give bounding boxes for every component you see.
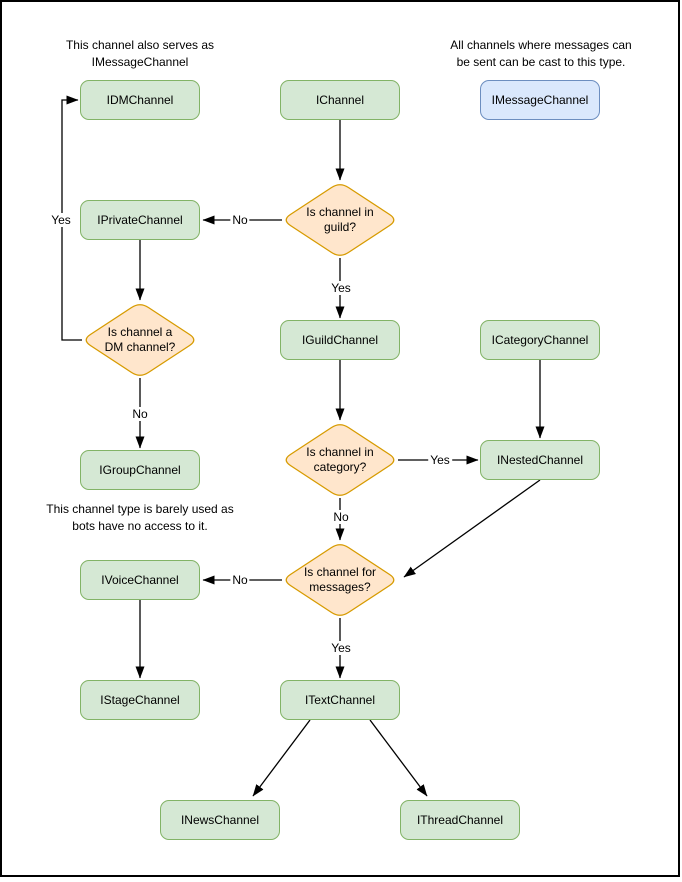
node-igroupchannel: IGroupChannel (80, 450, 200, 490)
node-ichannel: IChannel (280, 80, 400, 120)
node-idmchannel: IDMChannel (80, 80, 200, 120)
node-inewschannel: INewsChannel (160, 800, 280, 840)
annotation-dm-note: This channel also serves as IMessageChan… (65, 38, 215, 69)
annotation-message-note: All channels where messages can be sent … (450, 38, 632, 69)
decision-label-in-guild: Is channel in guild? (306, 205, 374, 234)
decision-is-channel-for-messages (285, 544, 395, 616)
decision-label-is-dm: Is channel a DM channel? (104, 325, 176, 354)
decision-label-for-messages: Is channel for messages? (303, 565, 377, 594)
edge-inestedchannel-to-messages-decision (403, 479, 541, 578)
node-inestedchannel: INestedChannel (480, 440, 600, 480)
edge-label-messages-yes: Yes (329, 641, 353, 655)
edge-label-dm-no: No (130, 407, 150, 421)
node-imessagechannel: IMessageChannel (480, 80, 600, 120)
edge-label-guild-yes: Yes (329, 281, 353, 295)
node-ithreadchannel: IThreadChannel (400, 800, 520, 840)
edge-label-messages-no: No (230, 573, 250, 587)
edge-label-category-no: No (331, 510, 351, 524)
edge-itextchannel-to-inewschannel (252, 719, 311, 797)
decision-is-channel-in-guild (285, 184, 395, 256)
edge-label-category-yes: Yes (428, 453, 452, 467)
node-itextchannel: ITextChannel (280, 680, 400, 720)
annotation-group-note: This channel type is barely used as bots… (46, 502, 234, 533)
node-iguildchannel: IGuildChannel (280, 320, 400, 360)
edge-label-dm-yes: Yes (49, 213, 73, 227)
decision-is-channel-in-category (285, 424, 395, 496)
edge-label-guild-no: No (230, 213, 250, 227)
node-ivoicechannel: IVoiceChannel (80, 560, 200, 600)
edge-itextchannel-to-ithreadchannel (369, 719, 428, 797)
decision-is-channel-a-dm-channel (85, 304, 195, 376)
node-icategorychannel: ICategoryChannel (480, 320, 600, 360)
node-istagechannel: IStageChannel (80, 680, 200, 720)
node-iprivatechannel: IPrivateChannel (80, 200, 200, 240)
decision-label-in-category: Is channel in category? (306, 445, 374, 474)
